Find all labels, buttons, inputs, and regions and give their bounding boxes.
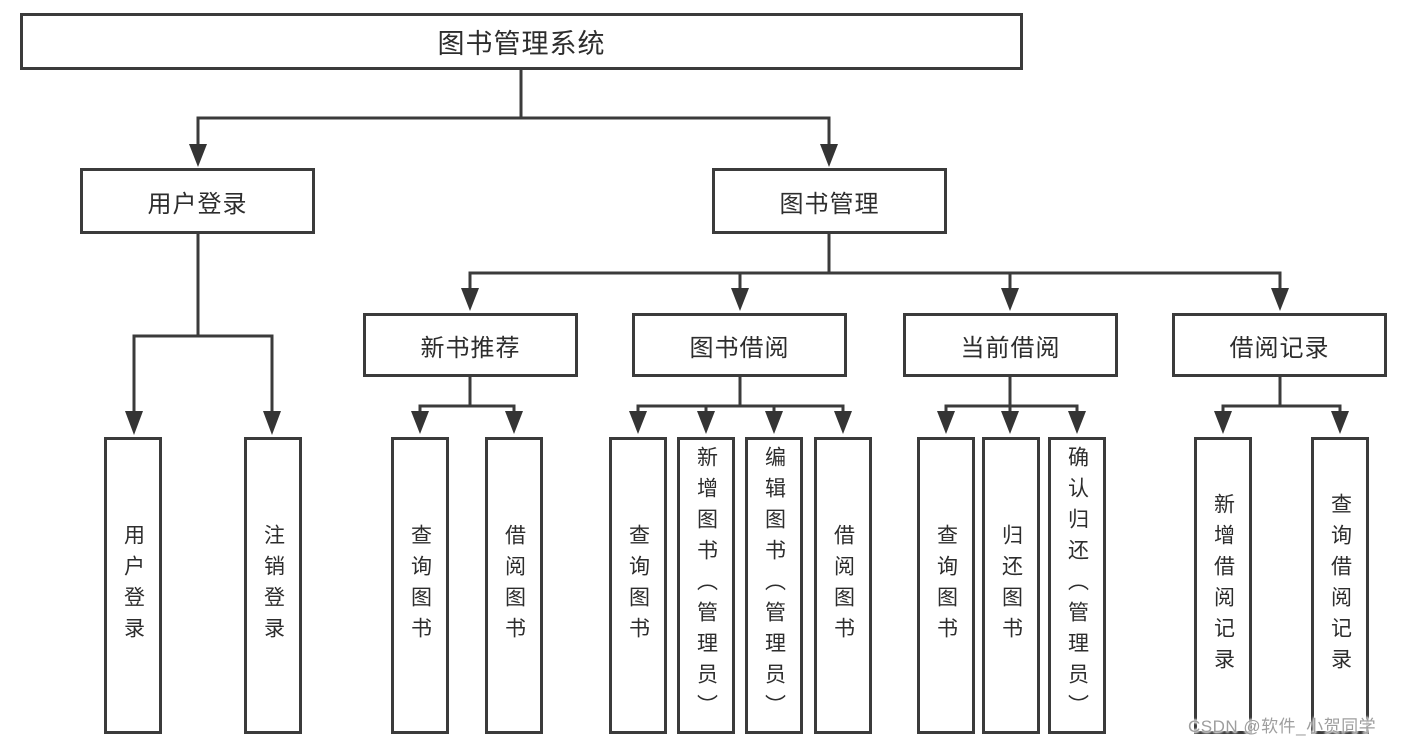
- node-root: 图书管理系统: [20, 13, 1023, 70]
- node-book-management: 图书管理: [712, 168, 947, 234]
- leaf-add-borrow-record: 新增借阅记录: [1194, 437, 1252, 734]
- leaf-add-books-admin: 新增图书（管理员）: [677, 437, 735, 734]
- leaf-confirm-return-admin: 确认归还（管理员）: [1048, 437, 1106, 734]
- connector-new-books-children: [411, 375, 523, 434]
- connector-user-login-children: [125, 231, 281, 435]
- connector-current-borrow-children: [937, 375, 1086, 434]
- leaf-return-books: 归还图书: [982, 437, 1040, 734]
- connector-root-to-branches: [189, 67, 838, 167]
- leaf-edit-books-admin: 编辑图书（管理员）: [745, 437, 803, 734]
- node-user-login: 用户登录: [80, 168, 315, 234]
- leaf-query-books-current: 查询图书: [917, 437, 975, 734]
- connector-book-borrow-children: [629, 375, 852, 434]
- leaf-logout: 注销登录: [244, 437, 302, 734]
- node-new-book-recommend: 新书推荐: [363, 313, 578, 377]
- leaf-user-login: 用户登录: [104, 437, 162, 734]
- node-current-borrowing: 当前借阅: [903, 313, 1118, 377]
- leaf-borrow-books-recommend: 借阅图书: [485, 437, 543, 734]
- leaf-query-borrow-record: 查询借阅记录: [1311, 437, 1369, 734]
- node-book-borrowing: 图书借阅: [632, 313, 847, 377]
- watermark-text: CSDN @软件_小贺同学: [1188, 717, 1377, 736]
- connector-borrow-records-children: [1214, 375, 1349, 434]
- leaf-borrow-books: 借阅图书: [814, 437, 872, 734]
- connector-book-mgmt-sections: [461, 231, 1289, 311]
- leaf-query-books-recommend: 查询图书: [391, 437, 449, 734]
- node-borrow-records: 借阅记录: [1172, 313, 1387, 377]
- leaf-query-books-borrowing: 查询图书: [609, 437, 667, 734]
